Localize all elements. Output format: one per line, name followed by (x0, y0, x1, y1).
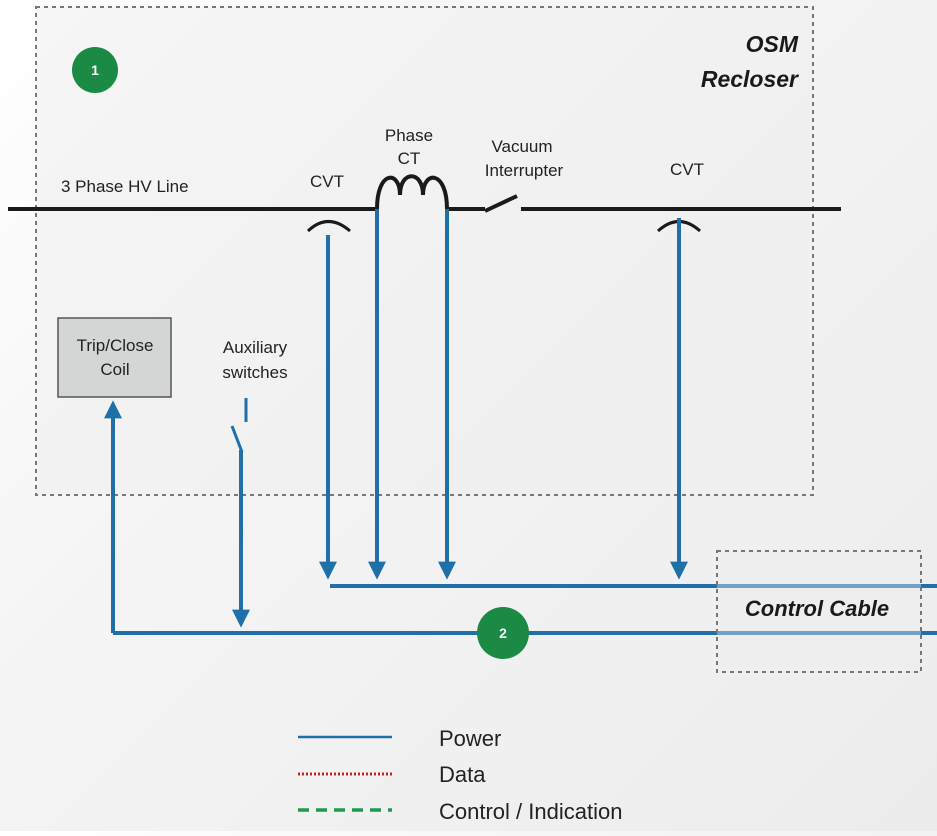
legend: Power Data Control / Indication (298, 726, 622, 824)
badge-1-number: 1 (91, 62, 99, 78)
power-lines (104, 209, 937, 635)
phase-ct-coil (375, 174, 449, 210)
aux-label-2: switches (222, 363, 287, 382)
badge-2-number: 2 (499, 625, 507, 641)
badge-2: 2 (477, 607, 529, 659)
vacuum-interrupter-switch (484, 194, 518, 213)
title-line1: OSM (746, 31, 799, 57)
control-cable-label: Control Cable (745, 596, 889, 621)
coil-label-1: Trip/Close (77, 336, 154, 355)
phase-ct-label-2: CT (398, 149, 421, 168)
coil-label-2: Coil (100, 360, 129, 379)
vacuum-label-2: Interrupter (485, 161, 564, 180)
phase-ct-label-1: Phase (385, 126, 433, 145)
legend-control-label: Control / Indication (439, 799, 622, 824)
legend-data-label: Data (439, 762, 486, 787)
aux-switch-blade (230, 425, 244, 453)
legend-power-label: Power (439, 726, 501, 751)
cvt-left-arc (306, 220, 351, 233)
trip-close-coil-box (57, 317, 172, 398)
cvt-left-label: CVT (310, 172, 344, 191)
badge-1: 1 (72, 47, 118, 93)
control-cable-box (716, 550, 922, 673)
osm-recloser-box (35, 6, 814, 496)
aux-label-1: Auxiliary (223, 338, 288, 357)
cvt-right-label: CVT (670, 160, 704, 179)
title-line2: Recloser (701, 66, 799, 92)
vacuum-label-1: Vacuum (491, 137, 552, 156)
hv-line-label: 3 Phase HV Line (61, 177, 189, 196)
